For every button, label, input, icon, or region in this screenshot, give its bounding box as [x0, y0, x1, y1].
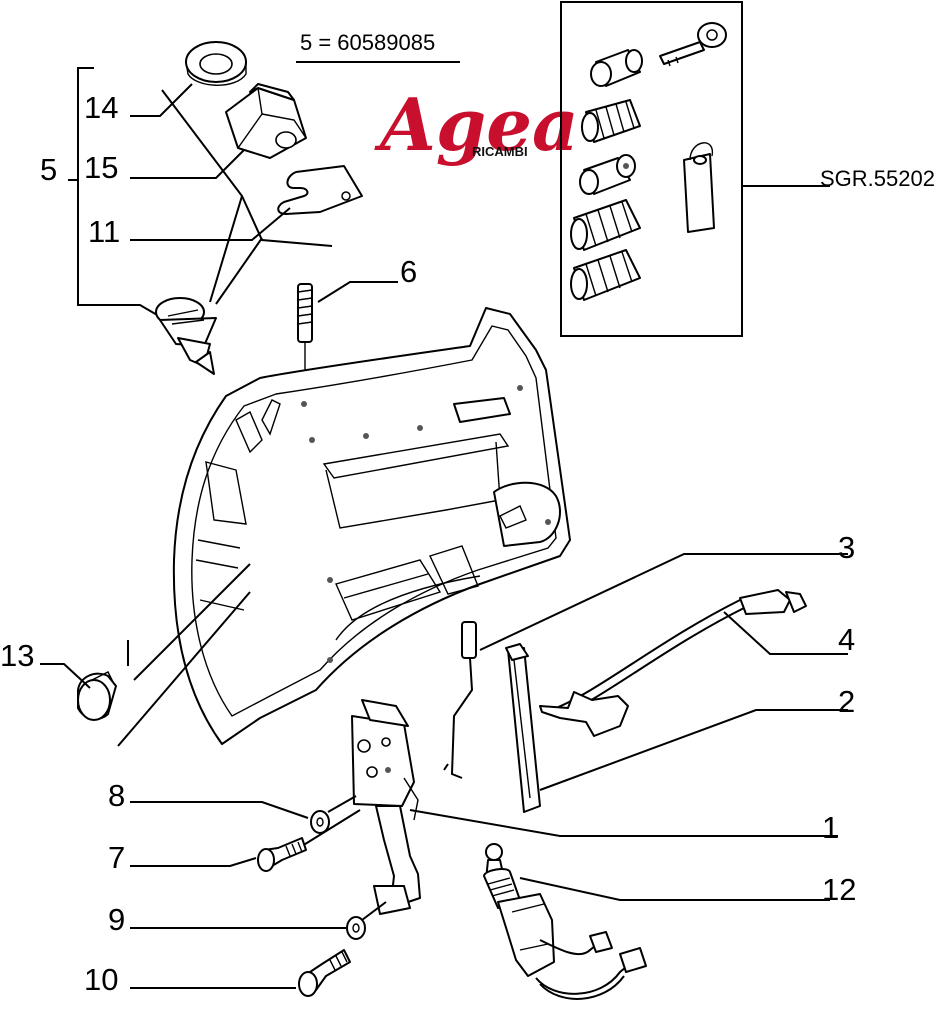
release-cable-part — [539, 589, 807, 737]
retaining-clip-part — [277, 165, 363, 215]
leader-3 — [479, 553, 848, 651]
lock-cylinder-icon — [579, 154, 636, 195]
leader-14 — [130, 83, 193, 117]
callout-5: 5 — [40, 152, 57, 187]
kit-frame — [560, 1, 743, 337]
callout-4: 4 — [838, 622, 855, 657]
plug-cap-part — [77, 671, 117, 721]
lock-sleeve-part — [225, 83, 307, 159]
rubber-boot-icon — [570, 249, 641, 301]
assembly-line-8 — [327, 795, 357, 813]
washer-part — [310, 810, 330, 834]
key-icon — [659, 22, 727, 67]
assembly-line-c — [215, 237, 263, 305]
kit-reference-label: SGR.55202 — [820, 166, 935, 191]
bolt-part-10 — [298, 949, 351, 997]
callout-7: 7 — [108, 840, 125, 875]
rubber-boot-icon — [570, 199, 641, 251]
callout-10: 10 — [84, 962, 118, 997]
lock-cylinder-icon — [590, 49, 643, 87]
spring-rod-part — [443, 621, 477, 779]
leader-2 — [539, 709, 848, 791]
ring-washer-part — [185, 41, 247, 86]
lock-actuator-part — [483, 843, 647, 1000]
assembly-line-9 — [361, 901, 387, 921]
assembly-line-13 — [117, 563, 251, 747]
leader-1 — [409, 809, 838, 837]
leader-7 — [130, 857, 257, 867]
assembly-line-a — [161, 89, 333, 247]
leader-12 — [519, 877, 830, 901]
lock-barrel-assembly — [155, 297, 217, 375]
leader-15 — [130, 149, 245, 179]
door-latch-part — [351, 699, 421, 915]
rubber-boot-icon — [581, 99, 641, 143]
callout-8: 8 — [108, 778, 125, 813]
door-panel — [172, 307, 571, 745]
assembly-line-7 — [301, 809, 361, 847]
bolt-part — [257, 837, 307, 872]
callout-1: 1 — [822, 810, 839, 845]
callout-9: 9 — [108, 902, 125, 937]
leader-4 — [723, 611, 848, 655]
callout-13: 13 — [0, 638, 34, 673]
logo-wordmark: Agea — [374, 82, 579, 167]
callout-2: 2 — [838, 684, 855, 719]
lock-kit-box — [560, 1, 743, 337]
guide-channel-part — [505, 643, 541, 813]
assembly-line-b — [209, 195, 243, 303]
key-tag-icon — [683, 142, 715, 233]
part-formula-text: 5 = 60589085 — [300, 30, 435, 55]
callout-15: 15 — [84, 150, 118, 185]
logo-subtitle: RICAMBI — [472, 144, 528, 159]
callout-11: 11 — [88, 214, 120, 249]
callout-12: 12 — [822, 872, 856, 907]
leader-6 — [317, 281, 398, 303]
stud-pin-part — [297, 283, 313, 370]
leader-11 — [130, 207, 291, 241]
leader-13 — [40, 663, 91, 689]
washer-part-9 — [346, 916, 366, 940]
callout-3: 3 — [838, 530, 855, 565]
agea-logo: Agea RICAMBI — [374, 82, 579, 167]
leader-8 — [130, 801, 309, 819]
callout-6: 6 — [400, 254, 417, 289]
callout-14: 14 — [84, 90, 118, 125]
